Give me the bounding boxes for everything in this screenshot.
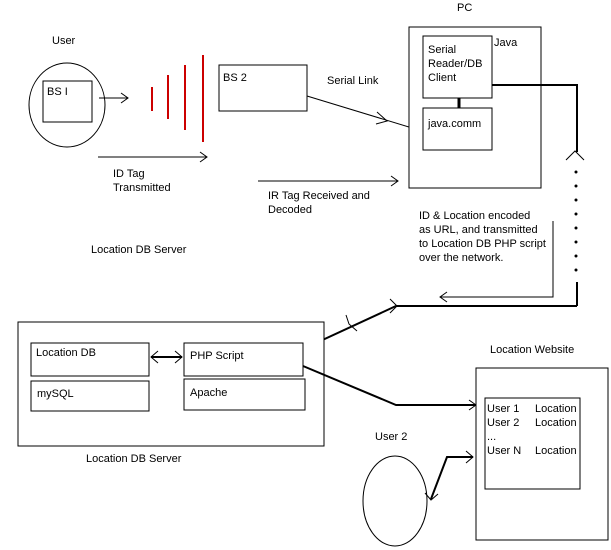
bs2-box bbox=[218, 64, 308, 112]
id-tag-label-2: Transmitted bbox=[113, 182, 171, 194]
client-label-3: Client bbox=[428, 72, 456, 84]
location-db-box bbox=[30, 342, 150, 377]
serial-link-line bbox=[306, 95, 423, 132]
website-row-user: ... bbox=[487, 431, 496, 443]
client-label-2: Reader/DB bbox=[428, 58, 482, 70]
serial-link-label: Serial Link bbox=[327, 75, 379, 87]
php-box bbox=[183, 342, 304, 377]
website-row-user: User N bbox=[487, 445, 521, 457]
pc-note-3: to Location DB PHP script bbox=[419, 238, 546, 250]
location-db-label: Location DB bbox=[36, 347, 96, 359]
user2-title: User 2 bbox=[375, 431, 407, 443]
pc-note-1: ID & Location encoded bbox=[419, 210, 530, 222]
website-row-user: User 2 bbox=[487, 417, 519, 429]
website-table: User 1 Location User 2 Location ... User… bbox=[487, 403, 577, 457]
pc-note-2: as URL, and transmitted bbox=[419, 224, 538, 236]
website-row-location: Location bbox=[535, 445, 577, 457]
server-title: Location DB Server bbox=[86, 453, 182, 465]
php-label: PHP Script bbox=[190, 350, 244, 362]
php-to-website-line bbox=[302, 365, 476, 406]
user-title: User bbox=[52, 35, 76, 47]
website-row-location: Location bbox=[535, 403, 577, 415]
bs1-box bbox=[42, 80, 93, 123]
client-box bbox=[422, 35, 493, 99]
network-return-arrow bbox=[440, 221, 554, 298]
pc-note-4: over the network. bbox=[419, 252, 503, 264]
website-table-box bbox=[484, 397, 581, 490]
dotted-connection bbox=[574, 170, 578, 272]
website-title: Location Website bbox=[490, 344, 574, 356]
ir-signal-bars bbox=[151, 55, 204, 142]
client-label-1: Serial bbox=[428, 44, 456, 56]
user2-website-arrow bbox=[430, 456, 473, 500]
pc-title: PC bbox=[457, 2, 472, 14]
ir-received-label-2: Decoded bbox=[268, 204, 312, 216]
apache-box bbox=[183, 378, 306, 411]
server-upper-title: Location DB Server bbox=[91, 244, 187, 256]
mysql-box bbox=[30, 380, 150, 412]
javacomm-box bbox=[422, 107, 493, 151]
java-label: Java bbox=[494, 37, 518, 49]
id-tag-label-1: ID Tag bbox=[113, 168, 145, 180]
website-row-user: User 1 bbox=[487, 403, 519, 415]
javacomm-label: java.comm bbox=[427, 118, 481, 130]
bs2-label: BS 2 bbox=[223, 72, 247, 84]
network-to-php-line bbox=[302, 305, 577, 350]
mysql-label: mySQL bbox=[37, 388, 74, 400]
user2-ellipse bbox=[362, 455, 428, 547]
ir-received-label-1: IR Tag Received and bbox=[268, 190, 370, 202]
website-row-location: Location bbox=[535, 417, 577, 429]
apache-label: Apache bbox=[190, 387, 227, 399]
pc-output-line bbox=[492, 84, 578, 152]
bs1-label: BS I bbox=[47, 86, 68, 98]
